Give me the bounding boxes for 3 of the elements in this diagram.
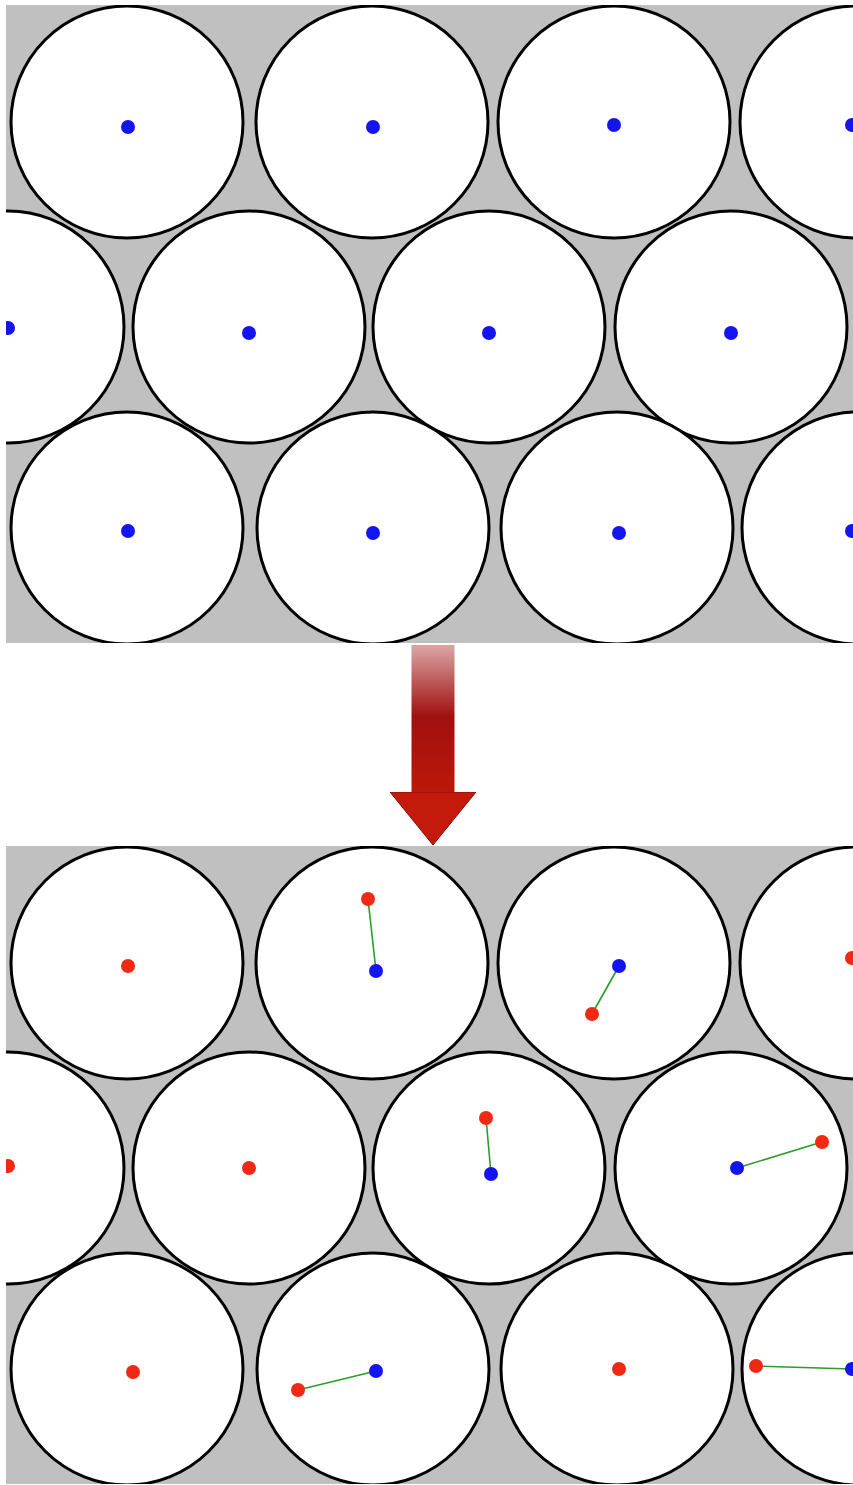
particle-packing-drawing	[6, 5, 853, 643]
particle-packing-drawing	[6, 846, 853, 1484]
arrow	[389, 645, 477, 846]
